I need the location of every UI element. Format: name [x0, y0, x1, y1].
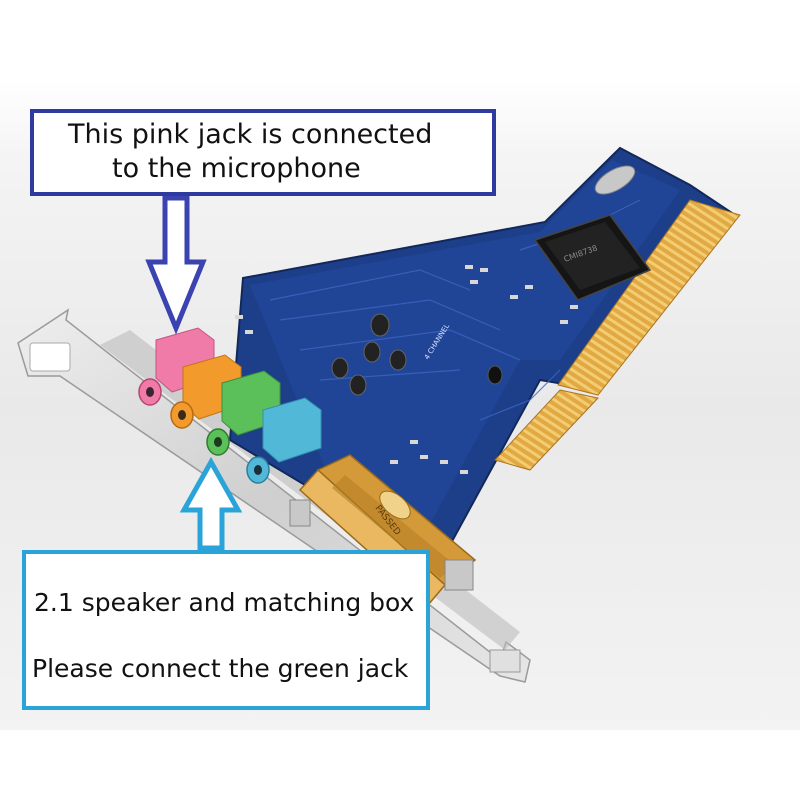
smd-components — [235, 265, 578, 474]
microphone-jack-callout: This pink jack is connected to the micro… — [30, 109, 496, 196]
capacitors — [331, 313, 503, 396]
down-arrow-icon — [145, 195, 207, 335]
pci-gold-fingers — [494, 199, 741, 471]
up-arrow-icon — [179, 456, 243, 551]
speaker-jack-callout: 2.1 speaker and matching box Please conn… — [22, 550, 430, 710]
orange-jack — [170, 401, 194, 429]
audio-chip: CMI8738 — [533, 214, 652, 301]
blue-jack-block — [262, 397, 322, 463]
callout-top-line-1: This pink jack is connected — [68, 119, 433, 150]
audio-jack-blocks — [155, 327, 322, 463]
audio-jack-rings — [138, 378, 270, 484]
callout-bottom-line-2: Please connect the green jack — [32, 654, 409, 683]
callout-top-line-2: to the microphone — [112, 153, 361, 184]
blue-jack — [246, 456, 270, 484]
callout-bottom-line-1: 2.1 speaker and matching box — [34, 588, 415, 617]
pink-jack — [138, 378, 162, 406]
crystal-oscillator — [594, 165, 636, 195]
green-jack — [206, 428, 230, 456]
